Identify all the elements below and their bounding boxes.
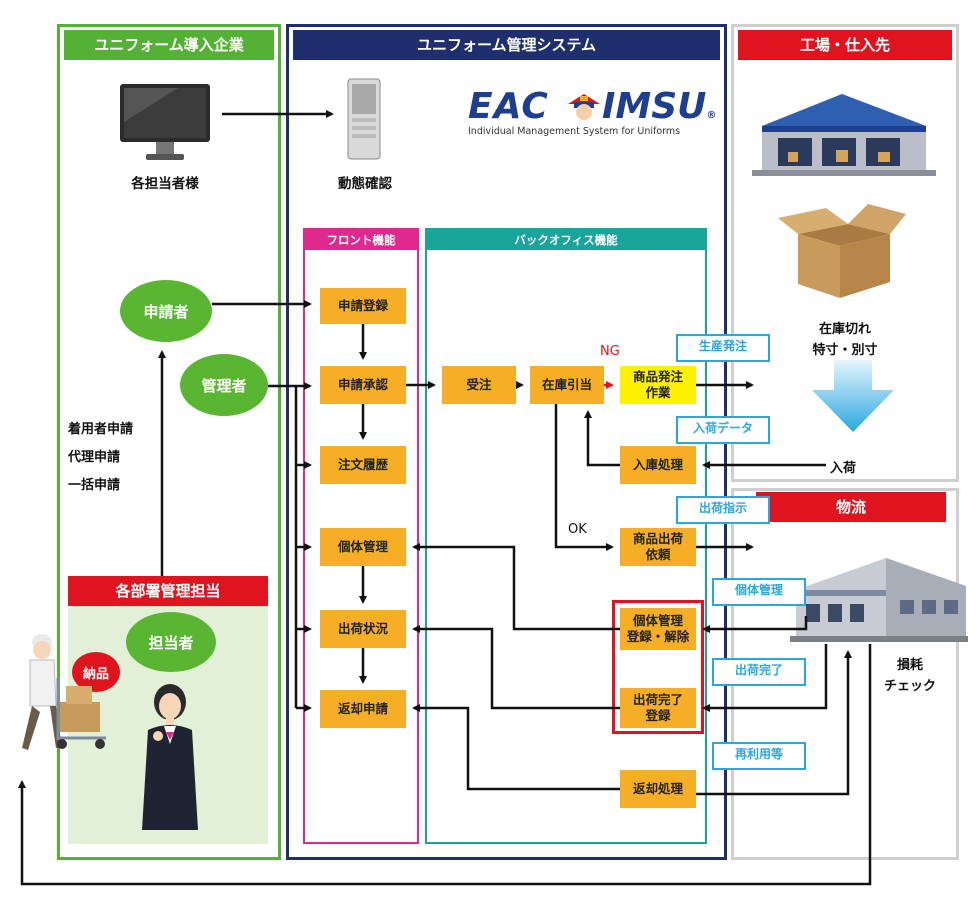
box-return-process: 返却処理 xyxy=(620,770,696,808)
box-production-work: 商品発注 作業 xyxy=(620,366,696,404)
applicant-bubble: 申請者 xyxy=(120,280,212,342)
factory-section-header: 工場・仕入先 xyxy=(738,30,952,60)
arrow-logistics-register xyxy=(702,616,808,633)
box-individual-management: 個体管理 xyxy=(320,528,406,566)
backoffice-function-header: バックオフィス機能 xyxy=(427,230,705,250)
arrow-register-individual xyxy=(412,543,620,631)
dept-manager-header: 各部署管理担当 xyxy=(68,576,268,606)
box-request-register: 申請登録 xyxy=(320,288,406,324)
tag-production-order: 生産発注 xyxy=(676,334,770,362)
logistics-warehouse-icon xyxy=(790,558,968,642)
arrow-delivery-loop xyxy=(18,644,872,886)
factory-building-icon xyxy=(752,94,936,176)
request-types-list: 着用者申請 代理申請 一括申請 xyxy=(68,418,133,502)
logo-right: IMSU xyxy=(602,86,707,127)
eacimsu-logo: EAC IMSU® Individual Management System f… xyxy=(468,86,716,142)
delivery-bubble: 納品 xyxy=(72,652,120,692)
box-shipping-status: 出荷状況 xyxy=(320,610,406,648)
monitor-caption: 各担当者様 xyxy=(131,176,199,192)
logo-tagline: Individual Management System for Uniform… xyxy=(468,126,681,137)
tag-individual-management: 個体管理 xyxy=(712,578,806,606)
ng-label: NG xyxy=(600,344,620,359)
box-return-request: 返却申請 xyxy=(320,690,406,728)
manager-bubble: 管理者 xyxy=(180,354,268,416)
front-function-frame xyxy=(303,228,419,844)
box-request-approve: 申請承認 xyxy=(320,366,406,404)
backoffice-function-frame xyxy=(425,228,707,844)
stockout-label: 在庫切れ 特寸・別寸 xyxy=(812,322,878,358)
server-caption: 動態確認 xyxy=(338,176,392,192)
request-type-wearer: 着用者申請 xyxy=(68,422,134,437)
delivery-man-illustration xyxy=(22,634,106,750)
arrival-label: 入荷 xyxy=(830,461,857,476)
cardboard-box-icon xyxy=(778,204,906,298)
factory-section-frame xyxy=(731,24,959,482)
arrow-logistics-complete xyxy=(702,644,828,712)
logo-left: EAC xyxy=(468,86,549,127)
arrow-complete-status xyxy=(412,625,620,710)
server-icon xyxy=(347,78,381,160)
logo-reg: ® xyxy=(706,110,717,121)
ok-label: OK xyxy=(568,522,587,537)
box-individual-register: 個体管理 登録・解除 xyxy=(620,608,696,650)
client-section-header: ユニフォーム導入企業 xyxy=(64,30,274,60)
person-in-charge-bubble: 担当者 xyxy=(126,612,216,672)
box-order-history: 注文履歴 xyxy=(320,446,406,484)
request-type-bulk: 一括申請 xyxy=(68,478,121,493)
damage-check-label: 損耗 チェック xyxy=(883,658,936,694)
individual-shipping-highlight-frame xyxy=(612,600,704,734)
staff-woman-illustration xyxy=(142,684,198,830)
box-stock-allocation: 在庫引当 xyxy=(530,366,604,404)
system-section-header: ユニフォーム管理システム xyxy=(293,30,720,60)
tag-reuse: 再利用等 xyxy=(712,742,806,770)
arrow-stock-shipping-request xyxy=(554,404,614,551)
tag-arrival-data: 入荷データ xyxy=(676,416,770,444)
supply-down-arrow xyxy=(812,360,894,432)
arrow-returnproc-request xyxy=(412,704,620,791)
box-warehousing: 入庫処理 xyxy=(620,446,696,484)
box-order-receive: 受注 xyxy=(442,366,516,404)
logo-mascot-icon xyxy=(568,94,600,120)
request-type-proxy: 代理申請 xyxy=(68,450,121,465)
client-section-frame xyxy=(57,24,281,860)
arrow-return-to-logistics xyxy=(696,650,852,796)
box-shipping-complete: 出荷完了 登録 xyxy=(620,688,696,728)
front-function-header: フロント機能 xyxy=(305,230,417,250)
tag-shipping-instruction: 出荷指示 xyxy=(676,496,770,524)
monitor-icon xyxy=(120,84,210,160)
logistics-section-header: 物流 xyxy=(756,492,946,522)
box-shipping-request: 商品出荷 依頼 xyxy=(620,528,696,566)
arrow-warehousing-stock xyxy=(584,410,620,467)
tag-shipped: 出荷完了 xyxy=(712,658,806,686)
